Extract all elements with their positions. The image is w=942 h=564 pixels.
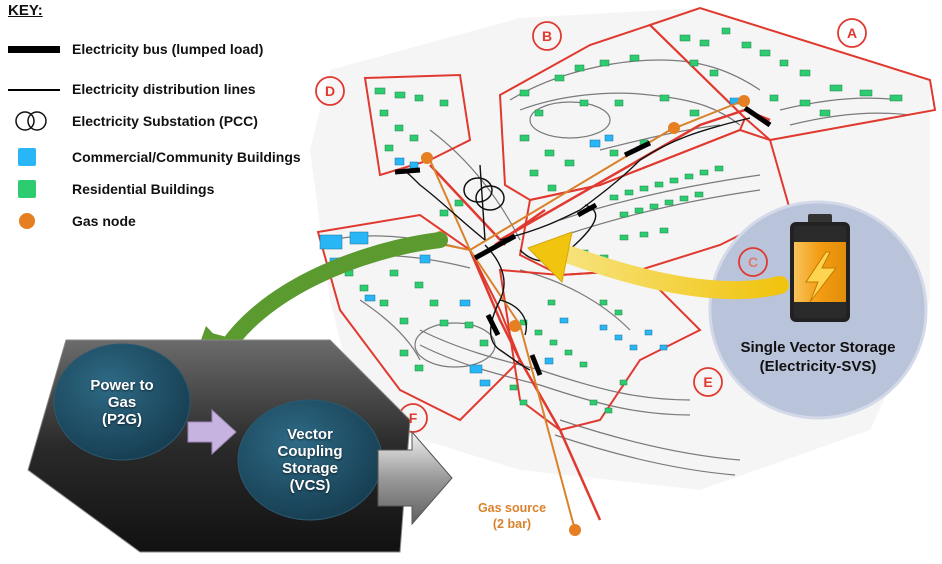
- green-square-icon: [6, 178, 62, 200]
- bus-bar-icon: [6, 38, 62, 60]
- p2g-to-vcs-arrow: [187, 408, 237, 456]
- svs-label-line1: Single Vector Storage: [740, 339, 896, 356]
- orange-dot-icon: [6, 210, 62, 232]
- substation-pcc: [463, 177, 505, 211]
- svs-label-line2: (Electricity-SVS): [759, 358, 877, 375]
- electricity-buses: [394, 105, 772, 376]
- zone-label-e: E: [703, 374, 713, 390]
- zone-e-boundary: [498, 268, 702, 432]
- vcs-line4: (VCS): [289, 477, 331, 494]
- double-circle-icon: [6, 110, 62, 132]
- p2g-text: Power to Gas (P2G): [60, 362, 184, 442]
- legend-item-lines: Electricity distribution lines: [6, 78, 366, 100]
- legend-label: Electricity bus (lumped load): [72, 41, 264, 57]
- legend-label: Gas node: [72, 213, 136, 229]
- zone-label-c: C: [747, 254, 759, 270]
- legend-label: Electricity distribution lines: [72, 81, 256, 97]
- gas-source-label: Gas source (2 bar): [462, 500, 562, 532]
- p2g-line3: (P2G): [101, 410, 142, 428]
- vcs-line2: Coupling: [277, 443, 343, 460]
- battery-icon: [790, 214, 850, 322]
- vcs-text: Vector Coupling Storage (VCS): [244, 412, 376, 508]
- legend-label: Residential Buildings: [72, 181, 215, 197]
- zone-label-a: A: [846, 25, 858, 41]
- p2g-line2: Gas: [107, 393, 137, 411]
- legend-item-bus: Electricity bus (lumped load): [6, 38, 366, 60]
- legend-label: Electricity Substation (PCC): [72, 113, 258, 129]
- legend-item-commercial: Commercial/Community Buildings: [6, 146, 366, 168]
- gas-source-line1: Gas source: [477, 501, 547, 515]
- vcs-line1: Vector: [287, 426, 333, 443]
- zone-markers: [315, 18, 867, 433]
- p2g-bubble: [53, 343, 191, 461]
- yellow-arrow: [527, 231, 789, 300]
- zone-d-boundary: [363, 73, 472, 177]
- silver-arrow: [377, 430, 453, 526]
- vcs-line3: Storage: [282, 460, 338, 477]
- zone-label-b: B: [541, 28, 553, 44]
- legend-item-substation: Electricity Substation (PCC): [6, 110, 366, 132]
- legend-item-residential: Residential Buildings: [6, 178, 366, 200]
- thin-line-icon: [6, 78, 62, 100]
- residential-buildings: [344, 27, 903, 414]
- zone-label-f: F: [408, 410, 418, 426]
- zone-label-d: D: [324, 83, 336, 99]
- streets: [329, 59, 911, 476]
- legend-key: KEY: Electricity bus (lumped load) Elect…: [6, 2, 366, 242]
- svs-label: Single Vector Storage (Electricity-SVS): [712, 338, 924, 376]
- p2g-line1: Power to: [90, 376, 154, 394]
- legend-item-gas-node: Gas node: [6, 210, 366, 232]
- blue-square-icon: [6, 146, 62, 168]
- legend-title: KEY:: [8, 2, 43, 19]
- legend-label: Commercial/Community Buildings: [72, 149, 301, 165]
- gas-source-line2: (2 bar): [492, 517, 532, 531]
